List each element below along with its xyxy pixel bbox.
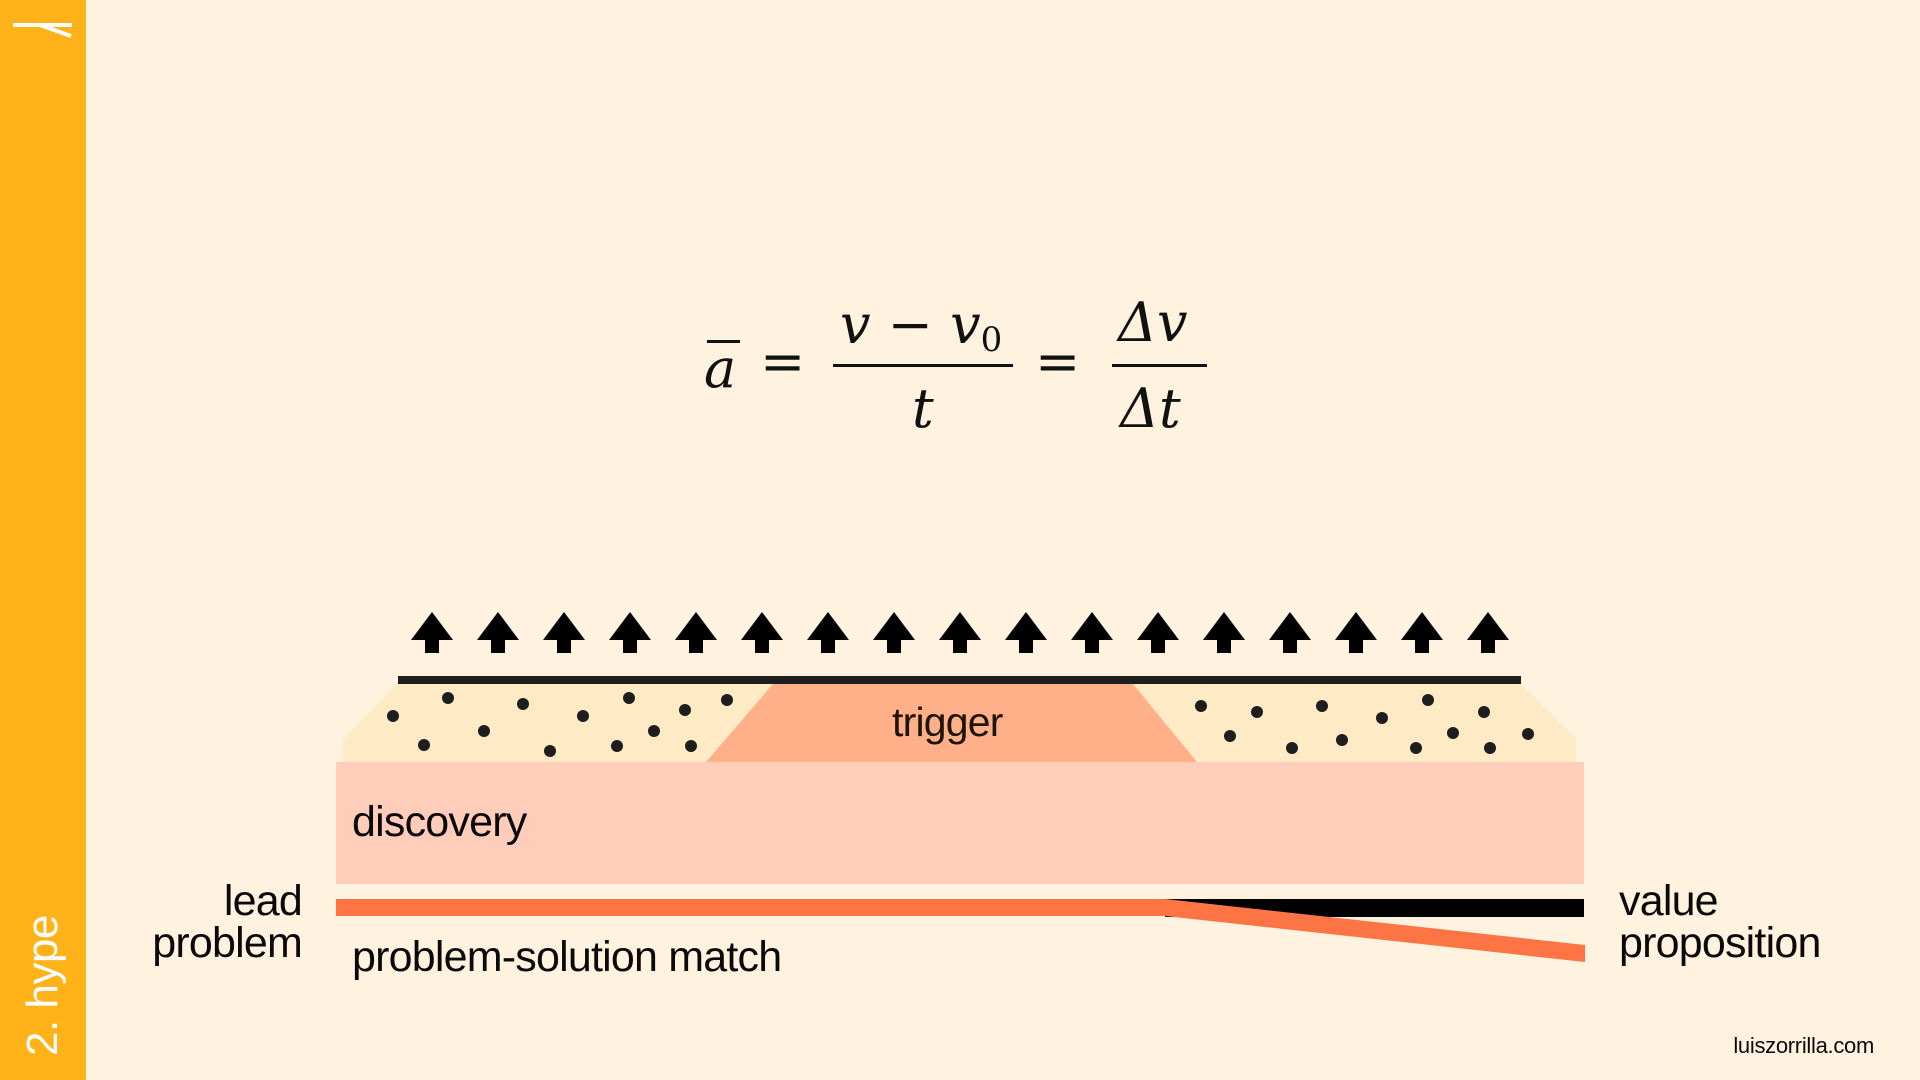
particle-dot xyxy=(1422,694,1434,706)
up-arrow-icon xyxy=(477,612,519,653)
particle-dot xyxy=(1251,706,1263,718)
particle-dot xyxy=(685,740,697,752)
formula-numerator-1: v − v0 xyxy=(840,298,1003,360)
formula-numerator-2: Δv xyxy=(1118,291,1188,354)
up-arrow-icon xyxy=(741,612,783,653)
trigger-label: trigger xyxy=(892,699,1003,745)
value-proposition-label: value proposition xyxy=(1619,877,1821,967)
particle-dot xyxy=(442,692,454,704)
fraction-bar-2 xyxy=(1112,364,1207,367)
up-arrow-icon xyxy=(609,612,651,653)
particle-dot xyxy=(418,739,430,751)
up-arrow-icon xyxy=(1335,612,1377,653)
acceleration-formula: a = v − v0 t = Δv Δt xyxy=(700,290,1220,440)
particles xyxy=(387,692,1534,757)
up-arrow-icon xyxy=(939,612,981,653)
proposition-label: proposition xyxy=(1619,919,1821,967)
lead-label: lead xyxy=(223,877,303,925)
formula-denominator-2: Δt xyxy=(1120,377,1181,440)
formula-denominator-1: t xyxy=(912,377,934,440)
particle-dot xyxy=(1484,742,1496,754)
particle-dot xyxy=(577,710,589,722)
up-arrow-icon xyxy=(1467,612,1509,653)
particle-dot xyxy=(544,745,556,757)
lead-problem-line xyxy=(336,899,1585,962)
sidebar: 2. hype xyxy=(0,0,86,1080)
particle-dot xyxy=(1522,728,1534,740)
problem-label: problem xyxy=(152,919,303,967)
particle-dot xyxy=(387,710,399,722)
formula-equals-2: = xyxy=(1035,330,1081,393)
particle-dot xyxy=(611,740,623,752)
particle-dot xyxy=(517,698,529,710)
up-arrow-icon xyxy=(807,612,849,653)
up-arrow-icon xyxy=(675,612,717,653)
up-arrow-icon xyxy=(1071,612,1113,653)
trigger-zone xyxy=(706,684,1197,762)
particle-dot xyxy=(1478,706,1490,718)
discovery-label: discovery xyxy=(352,798,527,846)
particle-dot xyxy=(1447,727,1459,739)
particle-dot xyxy=(1286,742,1298,754)
particle-dot xyxy=(478,725,490,737)
formula-equals-1: = xyxy=(760,330,806,393)
up-arrow-icon xyxy=(411,612,453,653)
numerator-text: v − v xyxy=(840,293,981,356)
particle-dot xyxy=(1195,700,1207,712)
lead-problem-label: lead problem xyxy=(152,877,303,967)
particle-dot xyxy=(679,704,691,716)
up-arrow-icon xyxy=(1203,612,1245,653)
particle-dot xyxy=(1410,742,1422,754)
discovery-band xyxy=(336,762,1584,884)
particle-dot xyxy=(1224,730,1236,742)
problem-solution-match-label: problem-solution match xyxy=(352,933,782,981)
up-arrow-icon xyxy=(1137,612,1179,653)
up-arrow-icon xyxy=(1401,612,1443,653)
fraction-bar-1 xyxy=(833,364,1013,367)
lambda-logo-icon xyxy=(13,23,72,38)
formula-lhs: a xyxy=(704,337,737,400)
up-arrow-icon xyxy=(1269,612,1311,653)
up-arrow-icon xyxy=(543,612,585,653)
particle-dot xyxy=(721,694,733,706)
particle-dot xyxy=(1376,712,1388,724)
footer-site: luiszorrilla.com xyxy=(1733,1033,1874,1058)
arrows-row xyxy=(411,612,1509,653)
particle-dot xyxy=(1316,700,1328,712)
particle-dot xyxy=(648,725,660,737)
overline xyxy=(707,340,740,343)
subscript: 0 xyxy=(980,320,1003,360)
value-label: value xyxy=(1619,877,1719,925)
particle-dot xyxy=(623,692,635,704)
up-arrow-icon xyxy=(873,612,915,653)
up-arrow-icon xyxy=(1005,612,1047,653)
particle-dot xyxy=(1336,734,1348,746)
